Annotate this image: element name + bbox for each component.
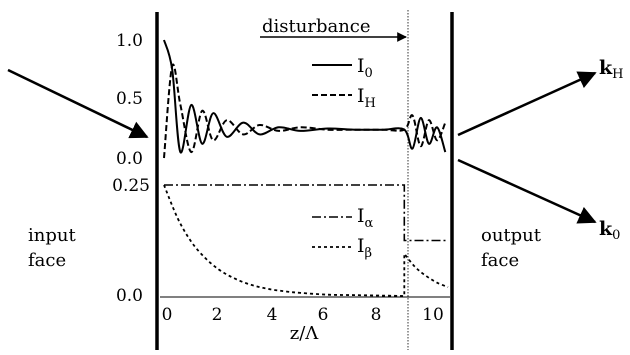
k0-beam-arrow [457, 158, 597, 224]
upper-y-tick: 0.5 [116, 89, 143, 109]
series-IH-line [163, 63, 447, 159]
x-axis-label: z/Λ [290, 323, 320, 344]
x-tick: 4 [267, 305, 278, 325]
output-face-label: output [481, 225, 542, 246]
upper-y-tick: 0.0 [116, 149, 143, 169]
k0-label: k0 [599, 218, 620, 243]
disturbance-label: disturbance [262, 16, 371, 37]
upper-legend: I0 IH [312, 55, 376, 111]
x-tick: 8 [371, 305, 382, 325]
legend-label-IH: IH [357, 85, 376, 111]
lower-y-tick: 0.25 [112, 176, 150, 196]
lower-legend: Iα Iβ [312, 205, 374, 261]
series-Ibeta-line [163, 184, 449, 297]
lower-y-tick: 0.0 [116, 286, 143, 306]
series-Ialpha-line [164, 184, 448, 242]
legend-label-Ialpha: Iα [357, 205, 374, 231]
kH-label: kH [599, 57, 624, 82]
x-axis: 0 2 4 6 8 10 z/Λ [162, 305, 444, 344]
x-tick: 2 [212, 305, 223, 325]
incident-beam-arrow [7, 68, 149, 139]
output-face-label: face [481, 250, 519, 271]
series-I0-line [163, 39, 447, 154]
x-tick: 10 [422, 305, 444, 325]
legend-label-Ibeta: Iβ [357, 235, 372, 261]
kH-beam-arrow [457, 71, 597, 137]
upper-y-tick: 1.0 [116, 31, 143, 51]
input-face-label: input [28, 225, 76, 246]
legend-label-I0: I0 [357, 55, 373, 81]
x-tick: 0 [162, 305, 173, 325]
x-tick: 6 [318, 305, 329, 325]
input-face-label: face [28, 250, 66, 271]
